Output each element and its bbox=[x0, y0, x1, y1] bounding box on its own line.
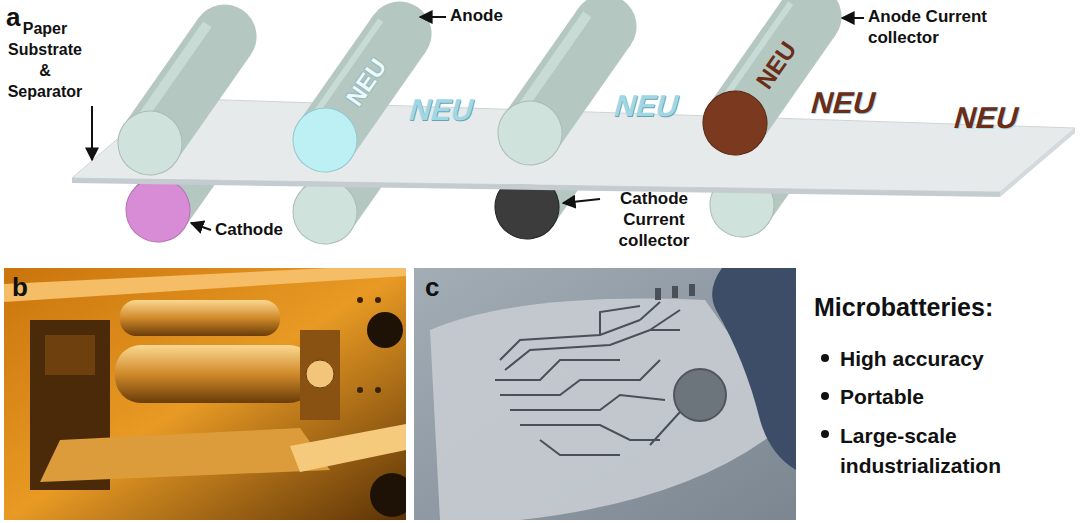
table-hole bbox=[375, 387, 381, 393]
paper-print: NEU bbox=[610, 88, 683, 124]
trace bbox=[650, 310, 680, 330]
pointer-arrow bbox=[420, 16, 446, 18]
trace bbox=[495, 360, 620, 380]
list-item: Portable bbox=[840, 383, 924, 411]
roller-cap bbox=[280, 95, 369, 184]
machine-photo bbox=[4, 268, 406, 520]
pointer-arrow bbox=[91, 106, 93, 160]
list-item: Large-scale industrialization bbox=[840, 421, 1055, 481]
trace bbox=[500, 360, 660, 395]
circuit-photo bbox=[414, 268, 796, 520]
part-label: Anode Current collector bbox=[868, 6, 1003, 48]
table-hole bbox=[370, 473, 406, 517]
table-hole bbox=[367, 312, 403, 348]
panel-letter: a bbox=[6, 2, 20, 33]
photo-ground bbox=[4, 268, 406, 520]
trace bbox=[500, 320, 640, 360]
paper-web bbox=[4, 268, 406, 302]
anode-roller bbox=[280, 0, 444, 185]
trace bbox=[505, 330, 680, 370]
part-label: Anode bbox=[450, 6, 503, 26]
paper-web bbox=[290, 424, 406, 472]
anode-collector-roller bbox=[690, 0, 854, 168]
machine-tray bbox=[40, 428, 330, 482]
roller-print: NEU bbox=[750, 36, 803, 94]
paper-edge bbox=[72, 178, 1000, 197]
trace bbox=[640, 302, 660, 320]
paper-print: NEU bbox=[807, 85, 880, 121]
machine-cylinder bbox=[120, 300, 280, 336]
list-heading: Microbatteries: bbox=[814, 292, 993, 322]
roller-cap bbox=[690, 78, 779, 167]
part-label: Cathode bbox=[215, 220, 283, 240]
bullet bbox=[821, 392, 829, 400]
circuit-traces bbox=[495, 302, 680, 455]
table-hole bbox=[357, 387, 363, 393]
electrode-disc bbox=[674, 369, 726, 421]
trace bbox=[650, 412, 680, 445]
glove bbox=[712, 268, 796, 470]
pointer-arrow bbox=[563, 199, 600, 203]
machine-hub bbox=[306, 360, 334, 388]
part-label: Paper Substrate & Separator bbox=[2, 18, 88, 102]
pointer-arrow bbox=[842, 17, 864, 19]
table-hole bbox=[375, 297, 381, 303]
contact-pad bbox=[689, 284, 695, 296]
machine-frame bbox=[300, 330, 340, 420]
table-hole bbox=[357, 297, 363, 303]
trace bbox=[600, 306, 640, 335]
roller-cap bbox=[105, 98, 194, 187]
trace bbox=[520, 425, 660, 440]
pointer-arrow bbox=[191, 223, 211, 230]
bullet bbox=[821, 354, 829, 362]
contact-pad bbox=[672, 286, 678, 298]
paper-print: NEU bbox=[405, 92, 478, 128]
trace bbox=[540, 440, 620, 455]
machine-frame bbox=[45, 335, 95, 375]
bullet bbox=[821, 430, 829, 438]
roller bbox=[105, 0, 269, 188]
panel-letter: b bbox=[12, 272, 28, 303]
contact-pad bbox=[655, 288, 661, 300]
roller-cap bbox=[485, 88, 574, 177]
list-item: High accuracy bbox=[840, 345, 984, 373]
paper-edge bbox=[1000, 128, 1075, 197]
trace bbox=[510, 395, 665, 410]
machine-cylinder bbox=[115, 345, 315, 403]
roller-print: NEU bbox=[340, 53, 393, 111]
panel-letter: c bbox=[425, 272, 439, 303]
photo-ground bbox=[414, 268, 796, 520]
roller bbox=[485, 0, 649, 178]
paper-print: NEU bbox=[950, 100, 1023, 136]
part-label: Cathode Current collector bbox=[604, 188, 704, 251]
